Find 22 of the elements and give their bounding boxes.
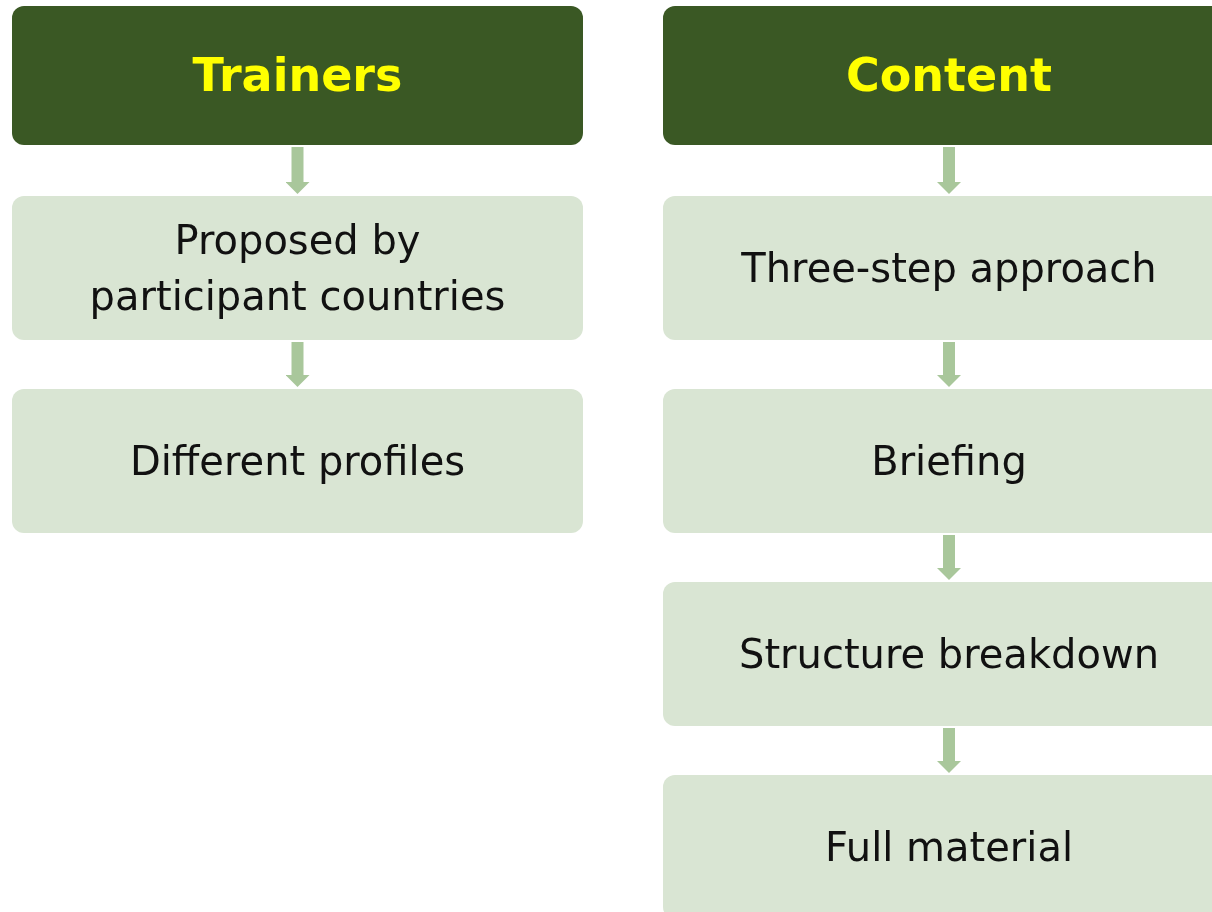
step-box	[663, 582, 1212, 726]
arrow	[285, 342, 310, 387]
step-text: Proposed by participant countries	[88, 216, 507, 321]
arrow	[937, 342, 961, 387]
step-text: Three-step approach	[741, 244, 1157, 293]
step-text: Briefing	[871, 437, 1027, 486]
arrow	[937, 147, 961, 194]
arrow	[937, 728, 961, 773]
step-text: Different profiles	[129, 437, 466, 486]
header-box	[663, 6, 1212, 145]
step-box	[663, 389, 1212, 533]
arrow	[285, 147, 310, 194]
step-box	[663, 196, 1212, 340]
header-text: Trainers	[192, 47, 403, 105]
header-text: Content	[845, 47, 1052, 105]
arrow	[937, 535, 961, 580]
step-box	[12, 389, 583, 533]
step-text: Full material	[824, 823, 1074, 872]
header-box	[12, 6, 583, 145]
step-box	[663, 775, 1212, 912]
step-box	[12, 196, 583, 340]
step-text: Structure breakdown	[739, 630, 1159, 679]
